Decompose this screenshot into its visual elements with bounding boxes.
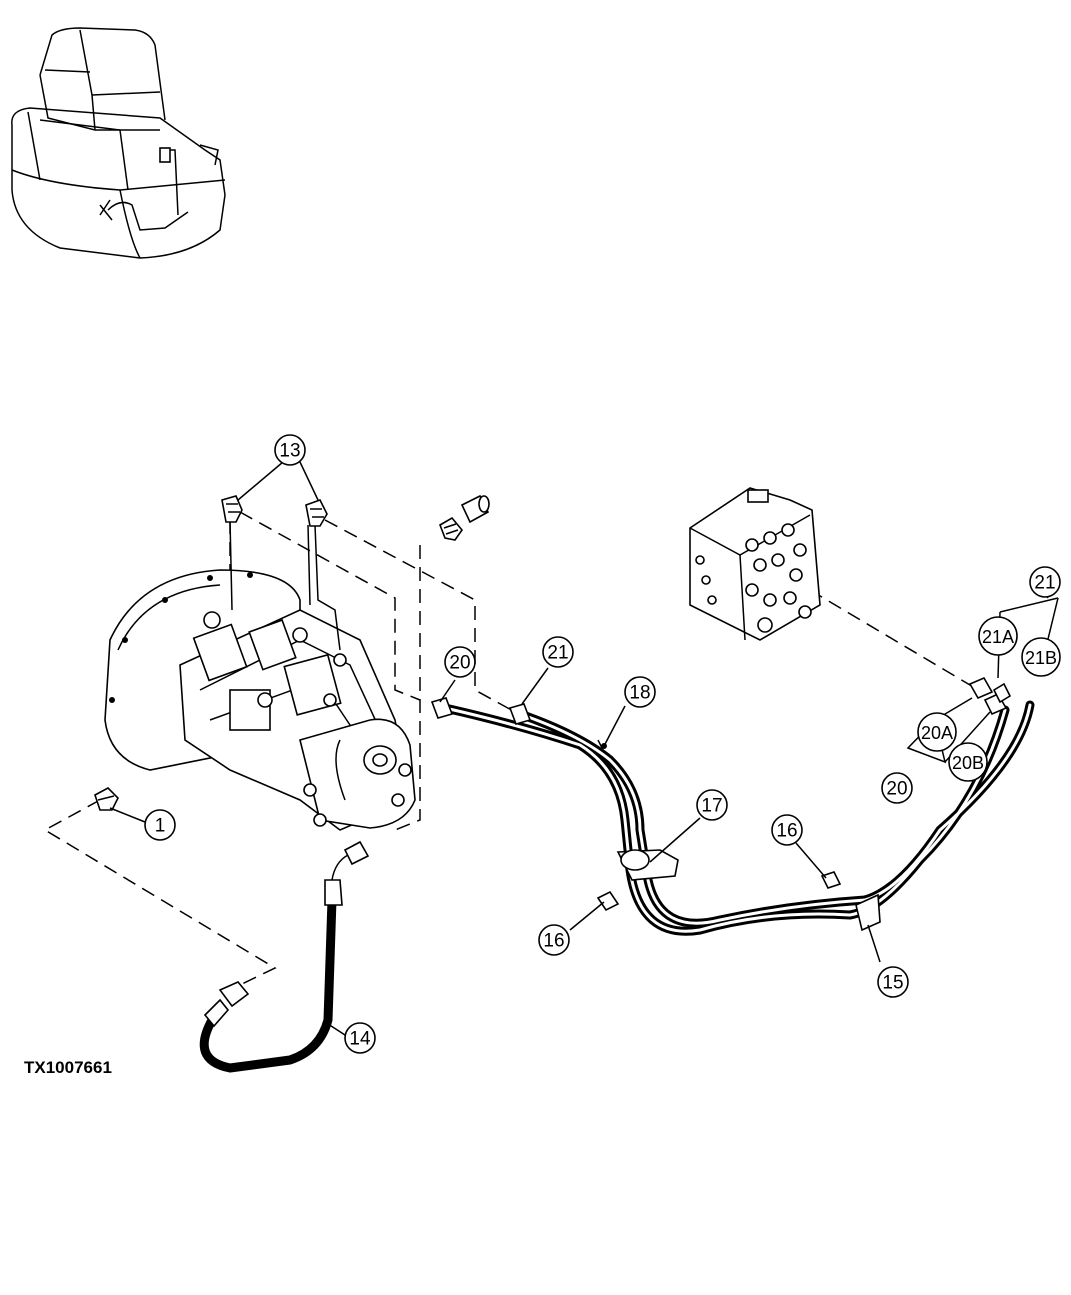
fitting-13-right: [305, 499, 328, 527]
callout-21-left: 21: [542, 636, 574, 668]
fitting-1: [94, 787, 119, 811]
leader-lines: [109, 461, 881, 1036]
callout-20-left: 20: [444, 646, 476, 678]
callout-20b: 20B: [948, 742, 988, 782]
callout-21-right-label: 21: [1034, 573, 1055, 594]
clamp-17: [616, 849, 679, 881]
callout-13: 13: [274, 434, 306, 466]
callouts: 13 1 14 20 21 18 17 16 16 15 21 21A 21B …: [144, 434, 1061, 1054]
bolt-16-right: [820, 871, 842, 889]
callout-13-label: 13: [279, 441, 300, 462]
callout-20-right-label: 20: [886, 779, 907, 800]
callout-20-right: 20: [881, 772, 913, 804]
fitting-13-left: [221, 495, 243, 523]
callout-21b-label: 21B: [1025, 648, 1057, 668]
callout-21-right: 21: [1029, 566, 1061, 598]
callout-17-label: 17: [701, 796, 722, 817]
machine-location-inset: [11, 27, 226, 259]
control-valve: [689, 487, 821, 641]
adapter-fitting: [439, 494, 490, 541]
callout-20b-label: 20B: [952, 753, 984, 773]
callout-17: 17: [696, 789, 728, 821]
callout-1: 1: [144, 809, 176, 841]
callout-15: 15: [877, 966, 909, 998]
figure-id: TX1007661: [24, 1058, 112, 1077]
callout-1-label: 1: [155, 816, 166, 837]
callout-15-label: 15: [882, 973, 903, 994]
callout-18: 18: [624, 676, 656, 708]
callout-16-right: 16: [771, 814, 803, 846]
callout-16-right-label: 16: [776, 821, 797, 842]
hydraulic-pump: [104, 519, 416, 831]
callout-14-label: 14: [349, 1029, 371, 1050]
callout-16-left: 16: [538, 924, 570, 956]
bolt-16-left: [596, 890, 620, 912]
hoses-20-21: [430, 676, 1035, 936]
callout-20-left-label: 20: [449, 653, 470, 674]
callout-14: 14: [344, 1022, 376, 1054]
clamp-15: [855, 893, 881, 932]
callout-21-left-label: 21: [547, 643, 568, 664]
assembly-lines: [43, 511, 976, 986]
callout-18-label: 18: [629, 683, 650, 704]
callout-16-left-label: 16: [543, 931, 564, 952]
callout-21b: 21B: [1021, 637, 1061, 677]
hose-14: [199, 840, 370, 1073]
callout-21a-label: 21A: [982, 627, 1014, 647]
callout-20a: 20A: [917, 712, 957, 752]
callout-20a-label: 20A: [921, 723, 953, 743]
callout-21a: 21A: [978, 616, 1018, 656]
